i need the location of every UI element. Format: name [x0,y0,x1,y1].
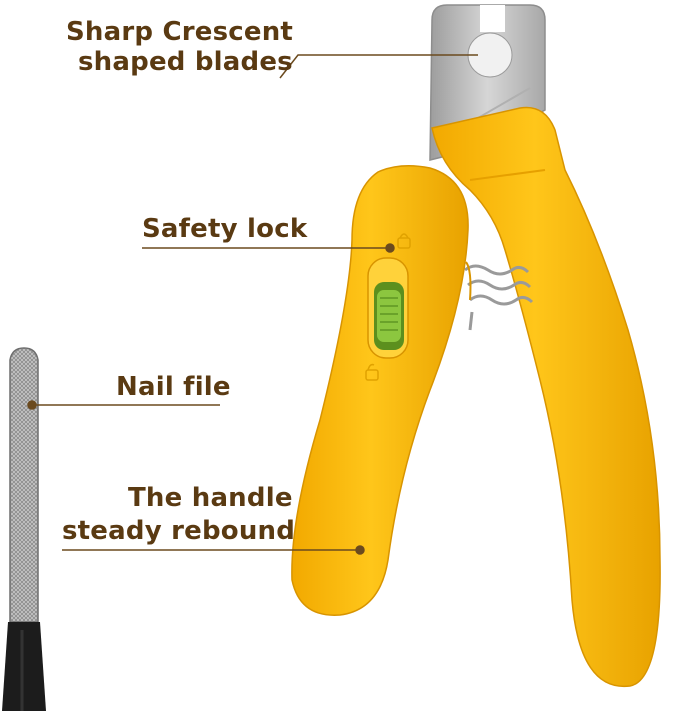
nail-file [2,347,46,711]
safety-lock-label: Safety lock [142,214,308,244]
handle-label-line2: steady rebound [62,516,296,546]
spring [464,264,534,331]
leader-lines [27,54,478,555]
left-handle [291,165,472,616]
safety-lock-slider [365,233,411,381]
right-handle [431,106,661,688]
blades-label-line2: shaped blades [78,47,293,77]
nail-file-label: Nail file [116,372,231,402]
handle-label-line1: The handle [128,483,293,513]
blades-label-line1: Sharp Crescent [66,17,294,47]
